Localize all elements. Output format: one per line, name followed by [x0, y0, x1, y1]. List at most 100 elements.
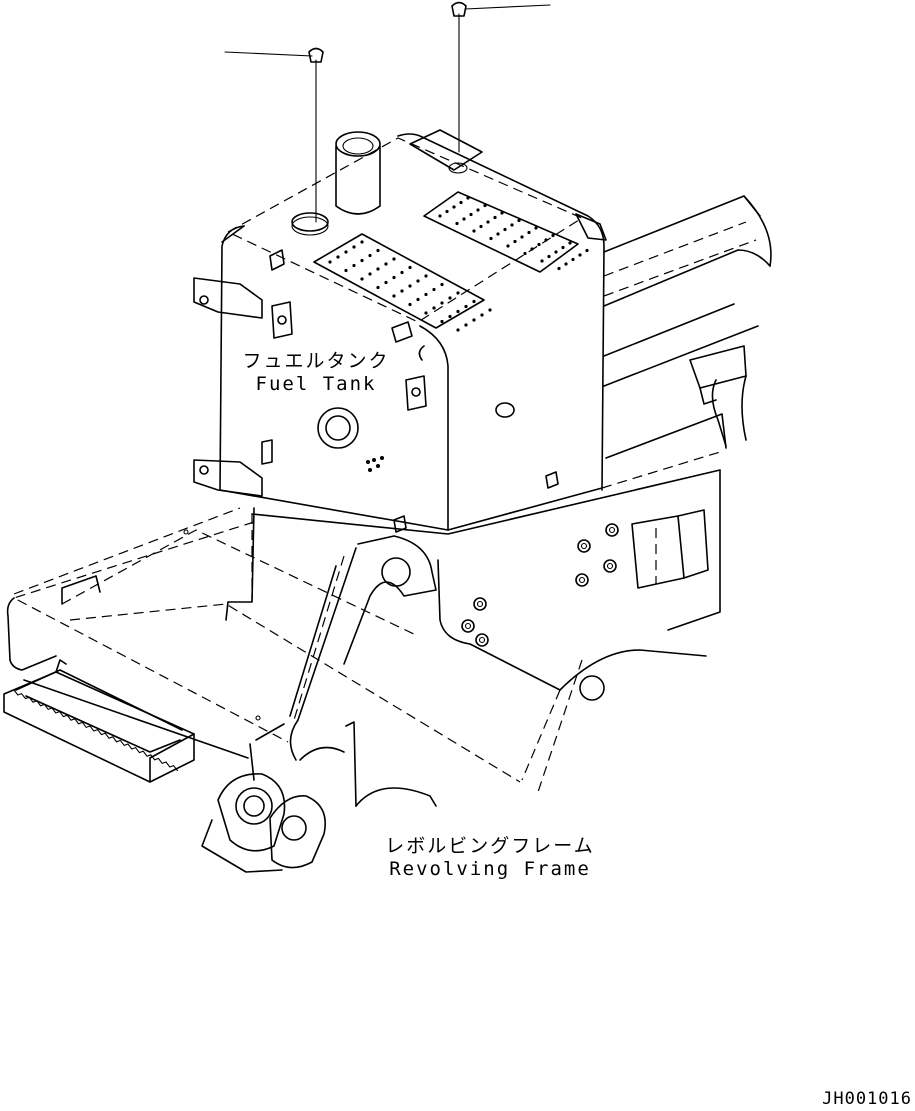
plate-hole	[400, 289, 404, 293]
plate-hole	[392, 257, 396, 261]
plate-hole	[459, 200, 463, 205]
plate-hole	[564, 262, 568, 266]
plate-hole	[523, 251, 527, 256]
plate-hole	[352, 263, 356, 268]
plate-hole	[416, 279, 420, 283]
plate-hole	[408, 302, 412, 307]
revolving-frame-label: レボルビングフレーム Revolving Frame	[378, 835, 602, 881]
plate-hole	[496, 232, 500, 236]
frame-bolt-center	[580, 542, 588, 550]
plate-hole	[344, 268, 348, 273]
plate-hole	[400, 270, 404, 275]
plate-hole	[328, 260, 332, 264]
plate-hole	[561, 245, 565, 250]
plate-hole	[360, 258, 364, 263]
frame-bolt-center	[464, 622, 472, 630]
plate-hole	[472, 318, 476, 322]
frame-bolt	[605, 523, 619, 537]
plate-hole	[432, 306, 436, 310]
plate-hole	[448, 314, 452, 319]
plate-hole	[578, 253, 582, 257]
frame-bolt	[603, 559, 617, 573]
plate-hole	[344, 250, 348, 254]
plate-hole	[540, 259, 544, 263]
plate-hole	[483, 203, 487, 208]
plate-hole	[462, 217, 466, 221]
plate-hole	[530, 247, 534, 251]
frame-bolt-center	[478, 636, 486, 644]
frame-bolt-center	[578, 576, 586, 584]
frame-bolt	[475, 633, 489, 647]
plate-hole	[568, 241, 572, 245]
plate-hole	[513, 239, 517, 244]
perforated-plate-holes	[328, 196, 589, 332]
plate-hole	[352, 245, 356, 249]
plate-hole	[392, 275, 396, 280]
plate-hole	[527, 230, 531, 235]
plate-hole	[448, 296, 452, 300]
plate-hole	[455, 221, 459, 226]
plate-hole	[510, 223, 514, 227]
plate-hole	[500, 211, 504, 215]
plate-hole	[376, 267, 380, 271]
step-tread-teeth	[13, 689, 178, 772]
frame-bolt-center	[606, 562, 614, 570]
plate-hole	[557, 266, 561, 271]
plate-hole	[408, 284, 412, 288]
plate-hole	[384, 280, 388, 285]
plate-hole	[456, 309, 460, 314]
step-tread-edge	[13, 689, 178, 772]
frame-bolts	[461, 523, 619, 647]
plate-hole	[503, 227, 507, 232]
plate-hole	[547, 254, 551, 259]
plate-hole	[360, 277, 364, 281]
plate-hole	[472, 299, 476, 304]
frame-bolt	[575, 573, 589, 587]
plate-hole	[432, 287, 436, 292]
plate-hole	[480, 313, 484, 317]
plate-hole	[384, 262, 388, 266]
plate-hole	[424, 292, 428, 297]
plate-hole	[466, 196, 470, 200]
plate-hole	[585, 248, 589, 253]
frame-bolt	[473, 597, 487, 611]
frame-bolt	[577, 539, 591, 553]
plate-hole	[368, 253, 372, 258]
plate-hole	[416, 297, 420, 302]
plate-hole	[368, 272, 372, 276]
plate-hole	[440, 282, 444, 287]
plate-hole	[440, 319, 444, 324]
plate-hole	[469, 212, 473, 217]
plate-hole	[336, 255, 340, 259]
plate-hole	[456, 328, 460, 332]
plate-hole	[464, 323, 468, 327]
fuel-tank-label-english: Fuel Tank	[255, 373, 377, 395]
plate-hole	[493, 215, 497, 220]
frame-bolt	[461, 619, 475, 633]
revolving-frame-label-japanese: レボルビングフレーム	[385, 835, 595, 857]
plate-hole	[534, 226, 538, 230]
plate-hole	[424, 311, 428, 315]
frame-bolt-center	[476, 600, 484, 608]
plate-hole	[456, 291, 460, 295]
plate-hole	[472, 229, 476, 233]
plate-hole	[438, 214, 442, 218]
plate-hole	[424, 274, 428, 278]
cap-callout-left	[224, 47, 324, 223]
plate-hole	[440, 301, 444, 305]
fuel-tank	[193, 129, 607, 531]
plate-hole	[479, 224, 483, 229]
plate-hole	[392, 294, 396, 298]
plate-hole	[452, 205, 456, 209]
plate-hole	[544, 238, 548, 242]
fuel-tank-label: フュエルタンク Fuel Tank	[236, 350, 396, 396]
plate-hole	[445, 209, 449, 214]
plate-hole	[376, 248, 380, 253]
plate-hole	[488, 308, 492, 312]
plate-hole	[551, 233, 555, 238]
plate-hole	[554, 250, 558, 254]
plate-hole	[506, 244, 510, 248]
plate-hole	[489, 236, 493, 241]
plate-hole	[476, 208, 480, 212]
